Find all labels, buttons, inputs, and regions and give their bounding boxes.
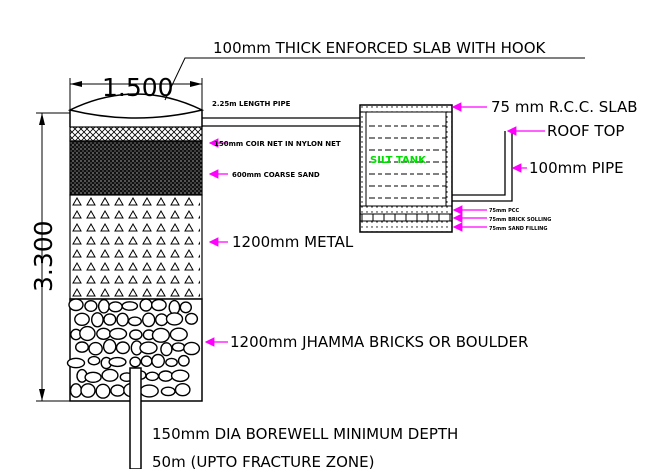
boulder-stone	[96, 327, 112, 340]
boulder-stone	[170, 369, 190, 383]
recharge-pit	[66, 93, 205, 469]
bricks-label: 1200mm JHAMMA BRICKS OR BOULDER	[230, 333, 528, 351]
width-dimension: 1.500	[69, 73, 203, 110]
boulder-stone	[168, 299, 181, 315]
boulder-stone	[129, 356, 142, 368]
boulder-stone	[174, 383, 191, 397]
roof-top-label: ROOF TOP	[547, 122, 624, 140]
coir-net-layer	[69, 126, 203, 142]
boulder-stone	[103, 313, 117, 326]
boulder-stone	[110, 384, 126, 397]
boulder-stone	[102, 338, 117, 355]
boulder-stone	[87, 355, 101, 366]
boulder-stone	[88, 341, 103, 356]
boulder-stone	[165, 357, 178, 368]
rcc-slab-label: 75 mm R.C.C. SLAB	[491, 98, 638, 116]
boulder-stone	[116, 312, 129, 327]
borewell-pipe	[129, 367, 142, 469]
boulder-stone	[151, 327, 170, 343]
pipe-100-label: 100mm PIPE	[529, 159, 624, 177]
boulder-stone	[101, 368, 119, 382]
coarse-sand-label: 600mm COARSE SAND	[232, 171, 320, 179]
borewell-label-2: 50m (UPTO FRACTURE ZONE)	[152, 453, 374, 469]
boulder-stone	[160, 342, 173, 357]
boulder-stone	[84, 371, 102, 383]
brick-soling-label: 75mm BRICK SOLLING	[489, 217, 551, 223]
boulder-stone	[139, 341, 158, 355]
inlet-pipe	[202, 117, 368, 127]
pcc-label: 75mm PCC	[489, 208, 519, 214]
boulder-stone	[160, 386, 176, 397]
pipe-length-label: 2.25m LENGTH PIPE	[212, 100, 291, 108]
boulder-stone	[115, 341, 131, 355]
boulder-stone	[108, 301, 123, 313]
boulder-stone	[151, 353, 166, 369]
boulder-stone	[165, 312, 184, 326]
boulder-stone	[139, 384, 159, 398]
boulder-stone	[68, 298, 84, 312]
boulder-stone	[74, 341, 89, 353]
metal-label: 1200mm METAL	[232, 233, 354, 251]
boulder-stone	[108, 356, 127, 368]
width-dimension-label: 1.500	[102, 73, 174, 102]
boulder-stone	[158, 370, 174, 382]
boulder-stone	[141, 312, 156, 328]
boulder-stone	[155, 313, 169, 327]
boulder-stone	[91, 312, 104, 328]
height-dimension: 3.300	[29, 112, 70, 402]
boulder-stone	[108, 327, 128, 340]
boulder-stone	[97, 298, 110, 314]
boulder-stone	[80, 383, 96, 398]
roof-pipe	[452, 131, 513, 202]
annotation-arrows	[204, 102, 545, 347]
boulder-stone	[145, 371, 160, 382]
boulder-stone	[121, 301, 139, 311]
boulder-stone	[79, 325, 96, 342]
boulder-stone	[183, 341, 201, 356]
boulder-stone	[184, 312, 199, 325]
boulder-stone	[127, 316, 143, 327]
boulder-stone	[169, 327, 188, 342]
boulder-stone	[69, 383, 83, 398]
silt-tank-label: SILT TANK	[370, 155, 427, 166]
silt-tank: SILT TANK	[359, 104, 453, 233]
boulder-stone	[150, 298, 167, 312]
boulder-stone	[177, 354, 190, 367]
sand-filling-label: 75mm SAND FILLING	[489, 226, 547, 232]
borewell-label-1: 150mm DIA BOREWELL MINIMUM DEPTH	[152, 425, 458, 443]
slab-label: 100mm THICK ENFORCED SLAB WITH HOOK	[213, 39, 547, 57]
boulder-stone	[179, 301, 193, 314]
boulder-stone	[140, 355, 153, 368]
height-dimension-label: 3.300	[29, 220, 58, 292]
boulder-stone	[66, 357, 86, 369]
coarse-sand-layer	[69, 140, 203, 196]
boulder-stone	[171, 342, 186, 352]
boulder-stone	[84, 300, 98, 313]
boulder-stone	[74, 312, 90, 326]
boulder-stone	[139, 298, 153, 312]
boulder-stone	[95, 383, 111, 399]
coir-net-label: 150mm COIR NET IN NYLON NET	[214, 140, 341, 148]
boulder-stone	[128, 329, 143, 341]
